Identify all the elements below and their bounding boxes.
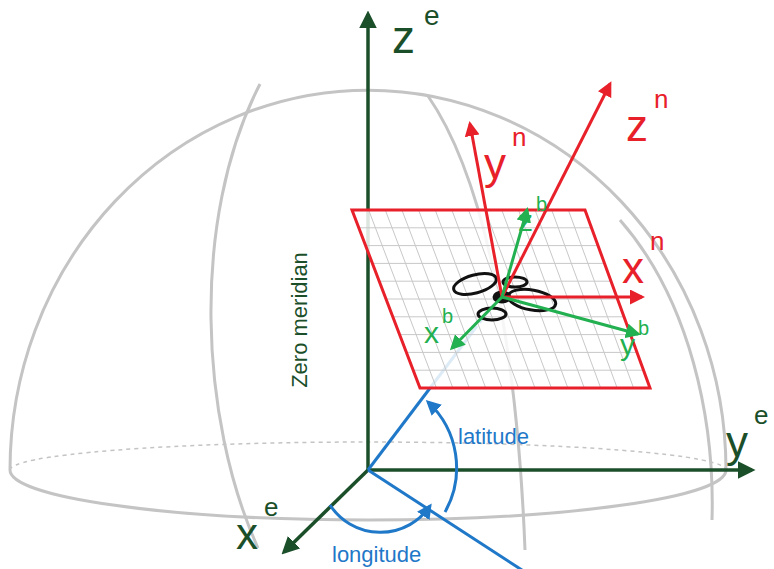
grid-line — [372, 263, 604, 264]
axis-label: y — [484, 142, 506, 186]
axis-superscript: b — [442, 306, 453, 326]
axis-superscript: n — [654, 86, 668, 112]
axis-superscript: n — [650, 228, 664, 254]
axis-superscript: n — [512, 124, 526, 150]
navigation-plane — [352, 210, 650, 388]
axis-label: y — [620, 330, 635, 360]
axis-superscript: e — [754, 402, 768, 428]
grid-line — [413, 370, 643, 371]
axis-label: z — [626, 104, 648, 148]
axis-label: x — [622, 246, 644, 290]
axis-label: x — [424, 318, 439, 348]
meridian-label: Zero meridian — [289, 252, 311, 388]
axis-superscript: e — [424, 2, 440, 30]
angle-label: latitude — [458, 426, 529, 448]
grid-line — [359, 227, 592, 228]
axis-label: y — [726, 420, 748, 464]
grid-line — [406, 352, 637, 353]
axis-superscript: b — [536, 194, 547, 214]
earth-axes — [284, 14, 752, 552]
body-axes — [452, 210, 638, 348]
axis-label: x — [236, 512, 258, 556]
axis-superscript: e — [264, 494, 278, 520]
axis-label: z — [392, 14, 415, 60]
grid-line — [366, 245, 598, 246]
axis-superscript: b — [638, 318, 649, 338]
axis-label: z — [518, 206, 533, 236]
angle-label: longitude — [332, 544, 421, 566]
nav-axes — [470, 84, 642, 297]
